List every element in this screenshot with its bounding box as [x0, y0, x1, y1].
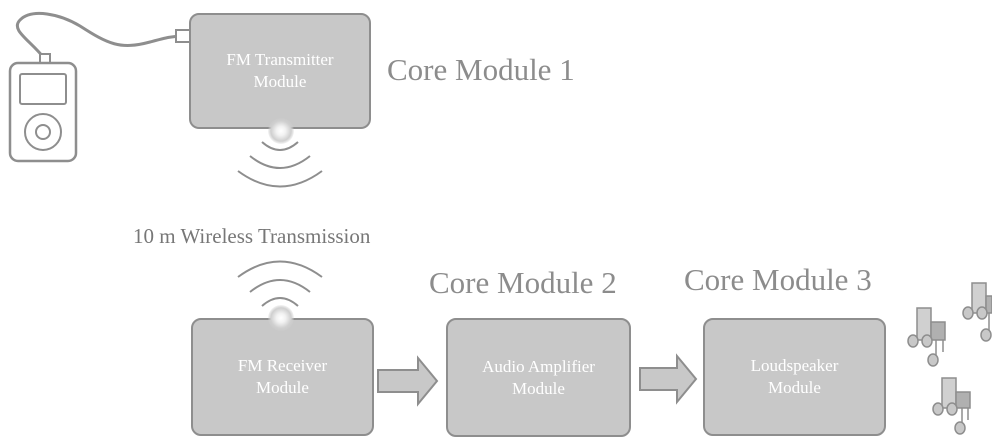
fm-receiver-module: FM Receiver Module [191, 318, 374, 436]
signal-waves-up-icon [237, 260, 323, 307]
wireless-transmission-label: 10 m Wireless Transmission [133, 224, 371, 248]
loudspeaker-label: Loudspeaker Module [751, 355, 839, 399]
audio-amplifier-label-line1: Audio Amplifier [482, 356, 595, 376]
fm-transmitter-label: FM Transmitter Module [226, 49, 333, 93]
fm-transmitter-label-line2: Module [253, 72, 307, 91]
audio-amplifier-module: Audio Amplifier Module [446, 318, 631, 437]
loudspeaker-module: Loudspeaker Module [703, 318, 886, 436]
core-module-2-label: Core Module 2 [429, 265, 617, 300]
right-arrow-icon [377, 355, 439, 407]
fm-receiver-label-line1: FM Receiver [237, 356, 328, 375]
music-player-icon [8, 61, 78, 163]
signal-waves-down-icon [237, 141, 323, 188]
fm-receiver-label-line2: Module [256, 378, 309, 397]
right-arrow-icon [639, 353, 698, 405]
receiver-antenna-glow [268, 305, 294, 331]
fm-receiver-label: FM Receiver Module [238, 355, 327, 399]
transmitter-antenna-glow [268, 118, 294, 144]
core-module-1-label: Core Module 1 [387, 52, 575, 87]
audio-cable [16, 12, 185, 59]
music-notes-icon [907, 282, 992, 435]
audio-amplifier-label: Audio Amplifier Module [482, 356, 595, 400]
audio-amplifier-label-line2: Module [512, 378, 565, 398]
loudspeaker-label-line1: Loudspeaker [750, 356, 839, 375]
core-module-3-label: Core Module 3 [684, 262, 872, 297]
fm-transmitter-module: FM Transmitter Module [189, 13, 371, 129]
loudspeaker-label-line2: Module [768, 378, 821, 397]
fm-transmitter-label-line1: FM Transmitter [226, 50, 334, 69]
